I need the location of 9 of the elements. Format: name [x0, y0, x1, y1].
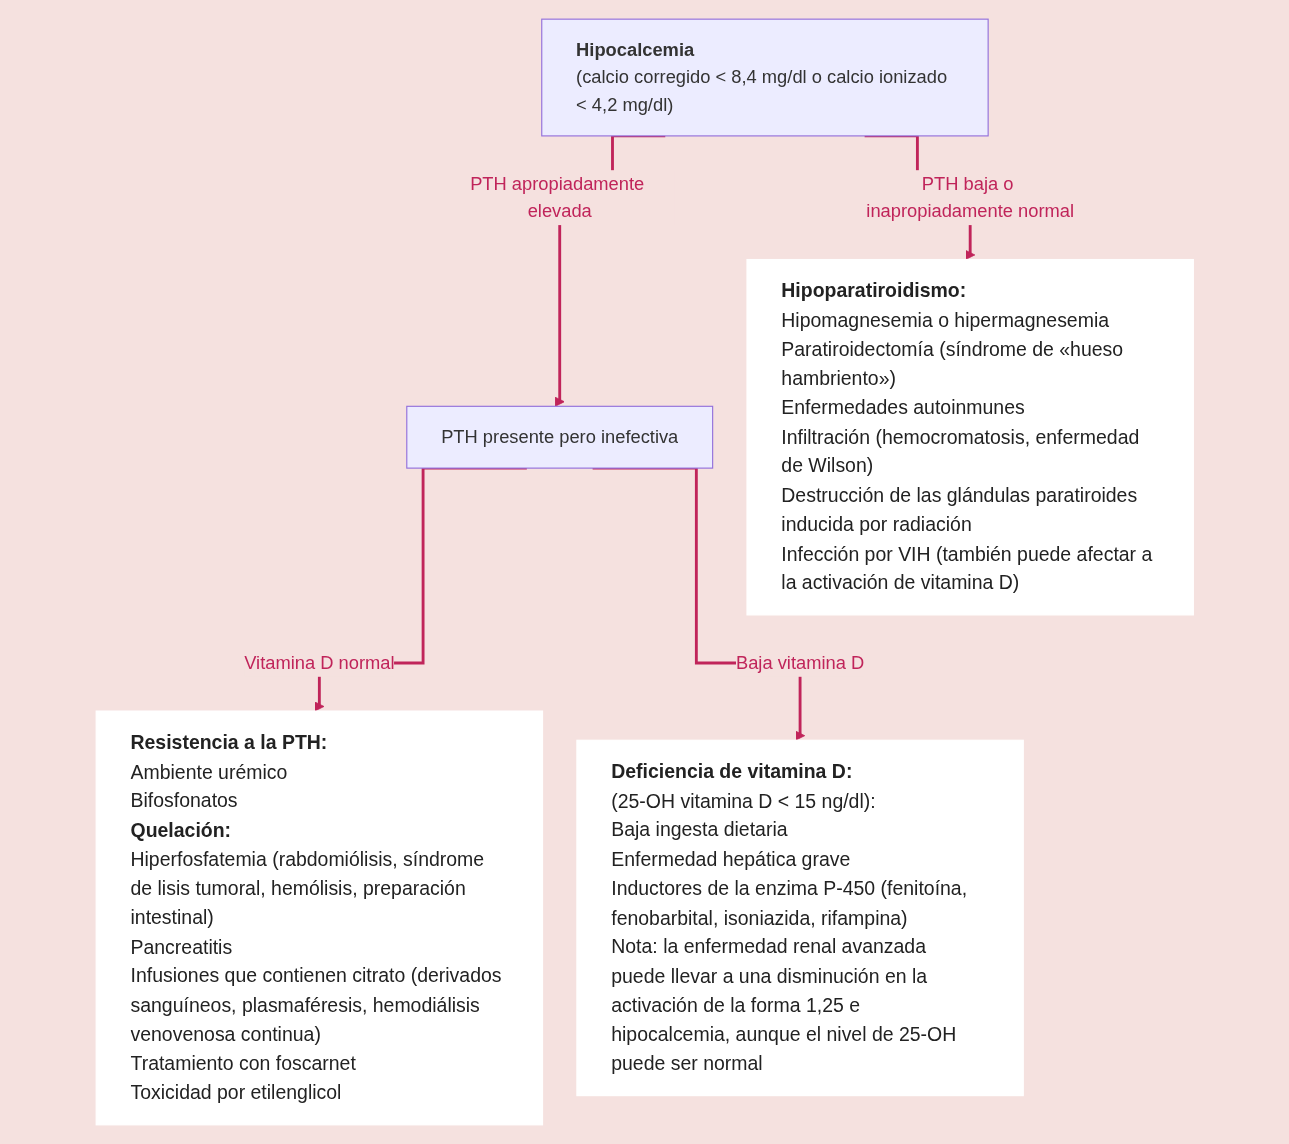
edge-label: Baja vitamina D [735, 652, 864, 673]
node-box: Hipocalcemia (calcio corregido < 8,4 mg/dl o calcio ionizado < 4,2 mg/dl) [540, 18, 989, 137]
edge-label: PTH apropiadamente elevada [469, 173, 644, 221]
node-box: PTH presente pero inefectiva [405, 405, 713, 469]
edge-label: Vitamina D normal [243, 652, 395, 673]
node-box: Resistencia a la PTH: Ambiente urémico Bifosfonatos Quelación: Hiperfosfatemia (rabdomiólisis, síndrome de lisis tumoral, hemólisis, preparación intestinal) Pancreatitis Infusiones que contienen citrato (derivados sanguíneos, plasmaféresis, hemodiálisis venovenosa continua) Tratamiento con foscarnet Toxicidad por etilenglicol [95, 710, 543, 1126]
node-box: Deficiencia de vitamina D: (25-OH vitamina D < 15 ng/dl): Baja ingesta dietaria Enfermedad hepática grave Inductores de la enzima P-450 (fenitoína, fenobarbital, isoniazida, rifampina) Nota: la enfermedad renal avanzada puede llevar a una disminución en la activación de la forma 1,25 e hipocalcemia, aunque el nivel de 25-OH puede ser normal [576, 739, 1024, 1097]
edge-label: PTH baja o inapropiadamente normal [866, 173, 1074, 221]
node-box: Hipoparatiroidismo: Hipomagnesemia o hipermagnesemia Paratiroidectomía (síndrome de «hueso hambriento») Enfermedades autoinmunes Infiltración (hemocromatosis, enfermedad de Wilson) Destrucción de las glándulas paratiroides inducida por radiación Infección por VIH (también puede afectar a la activación de vitamina D) [746, 258, 1194, 616]
